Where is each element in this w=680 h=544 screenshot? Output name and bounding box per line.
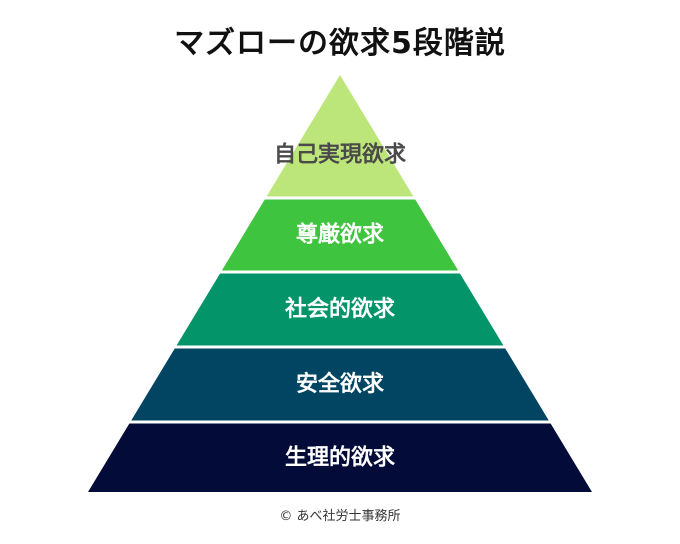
tier-label-self-actualization: 自己実現欲求 xyxy=(274,142,406,168)
page-title: マズローの欲求5段階説 xyxy=(174,26,506,61)
tier-label-social: 社会的欲求 xyxy=(285,296,395,322)
copyright-credit: © あべ社労士事務所 xyxy=(279,509,401,524)
tier-safety xyxy=(131,348,549,421)
tier-label-esteem: 尊厳欲求 xyxy=(296,222,384,248)
tier-label-safety: 安全欲求 xyxy=(296,371,384,397)
tier-self-actualization xyxy=(266,75,414,197)
tier-esteem xyxy=(221,199,459,271)
tier-label-physiological: 生理的欲求 xyxy=(285,444,395,470)
tier-physiological xyxy=(88,423,592,492)
tier-social xyxy=(176,273,504,346)
